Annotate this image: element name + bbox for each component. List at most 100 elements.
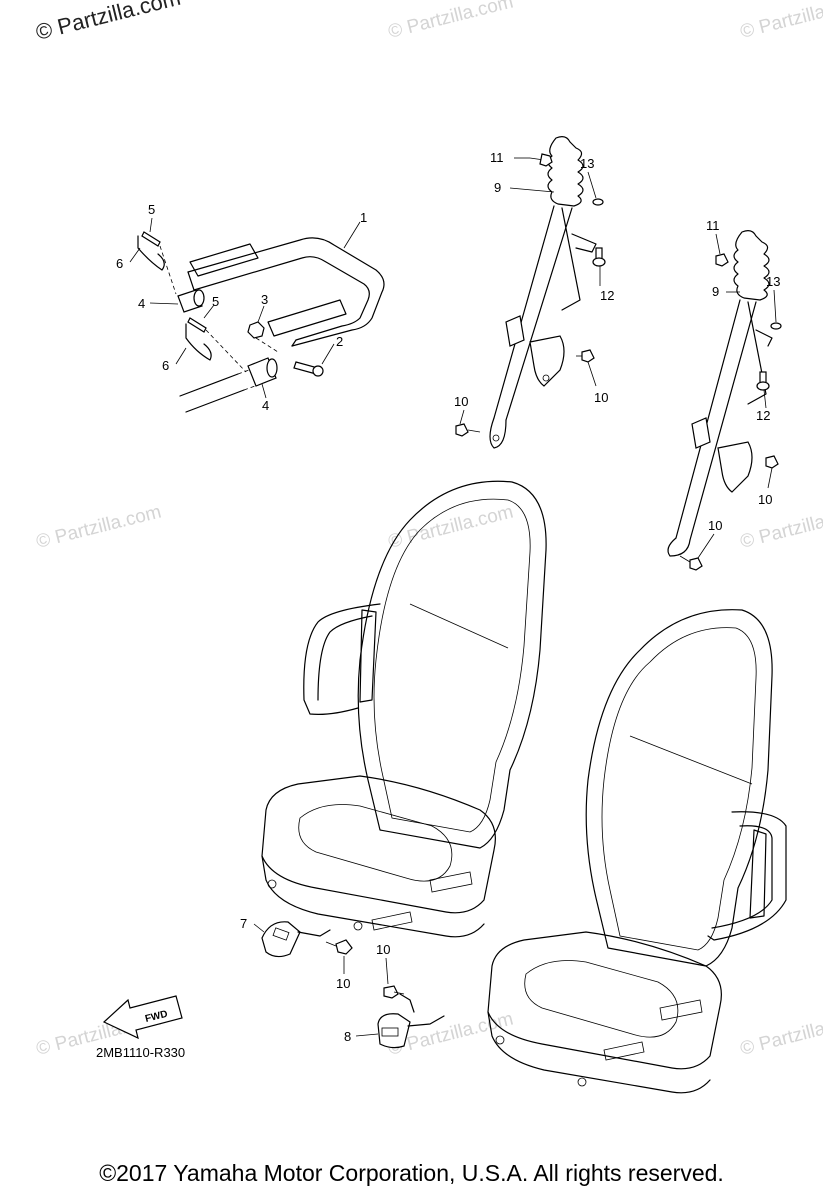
belt-anchor-lower <box>489 417 507 449</box>
callout-12: 12 <box>756 408 770 423</box>
buckle-7 <box>261 921 353 958</box>
callout-13: 13 <box>766 274 780 289</box>
washer-13a <box>592 198 604 206</box>
callout-4: 4 <box>138 296 145 311</box>
seat-cushion-inner <box>298 804 453 882</box>
seat-foot <box>267 879 277 889</box>
leader-lines <box>129 157 777 1037</box>
bolt-11a <box>529 153 553 167</box>
seat-cushion-outer <box>261 775 496 914</box>
callout-5: 5 <box>148 202 155 217</box>
bolt-10b <box>455 423 481 437</box>
assembly-lines <box>159 245 279 373</box>
belt-guide <box>505 315 525 347</box>
clip-upper <box>137 235 165 271</box>
seat-back-seam <box>409 603 509 649</box>
callout-11: 11 <box>490 150 504 165</box>
callout-7: 7 <box>240 916 247 931</box>
grab-bar-end <box>187 271 195 291</box>
mounting-tube-hidden <box>237 365 267 391</box>
collar-lower-end <box>266 358 278 378</box>
seat-foot <box>495 1035 505 1045</box>
belt-strap-inner <box>747 301 767 405</box>
callout-10: 10 <box>758 492 772 507</box>
watermark: © Partzilla.com <box>34 502 163 553</box>
bolt-head <box>312 365 324 377</box>
belt-retractor <box>547 136 584 207</box>
seat-left <box>261 480 547 938</box>
bolt-10e <box>325 939 353 955</box>
clip-lower <box>185 323 212 361</box>
callout-9: 9 <box>712 284 719 299</box>
callout-2: 2 <box>336 334 343 349</box>
fwd-label: FWD <box>144 1009 169 1025</box>
grab-bar-inner <box>193 256 370 341</box>
bolt-10c <box>765 455 779 469</box>
seat-back-seam <box>629 735 753 785</box>
bolt-12a <box>592 247 606 267</box>
callout-5: 5 <box>212 294 219 309</box>
watermark: © Partzilla.com <box>738 502 823 553</box>
seat-grab-handle <box>303 603 381 715</box>
grab-bar-sleeve <box>267 299 347 337</box>
seat-cushion-outer <box>487 931 722 1070</box>
seat-back-outer <box>585 609 773 967</box>
grab-bar-outer <box>187 237 385 347</box>
callout-10: 10 <box>336 976 350 991</box>
callout-12: 12 <box>600 288 614 303</box>
anchor-hole <box>492 434 500 442</box>
belt-strap <box>675 299 757 541</box>
seat-belt-assembly-center <box>455 136 606 449</box>
fwd-arrow-shape <box>102 995 183 1040</box>
bolt-10f <box>383 985 405 999</box>
bolt-12b <box>756 371 770 391</box>
copyright-notice: ©2017 Yamaha Motor Corporation, U.S.A. A… <box>99 1160 724 1186</box>
latch-plate <box>717 441 753 493</box>
callout-13: 13 <box>580 156 594 171</box>
seat-rails <box>603 999 703 1061</box>
latch-plate <box>529 335 565 387</box>
watermark: © Partzilla.com <box>738 0 823 43</box>
watermark-top-left: © Partzilla.com <box>33 0 183 45</box>
grab-bar-end <box>291 339 297 347</box>
bolt-10a <box>576 349 595 363</box>
belt-strap-inner <box>561 207 581 311</box>
grab-bar-sleeve <box>189 243 259 277</box>
watermark-layer: © Partzilla.com © Partzilla.com © Partzi… <box>33 0 823 1060</box>
latch-hole <box>542 374 550 382</box>
seat-foot <box>353 921 363 931</box>
seat-belt-assembly-right <box>667 230 782 571</box>
seat-cushion-side <box>261 855 485 938</box>
grab-bar-assembly <box>137 231 385 413</box>
pin-upper <box>141 231 161 247</box>
buckle-body <box>377 1013 411 1049</box>
washer-13b <box>770 322 782 330</box>
collar-upper-end <box>193 289 205 307</box>
watermark: © Partzilla.com <box>386 502 515 553</box>
callout-9: 9 <box>494 180 501 195</box>
diagram-code: 2MB1110-R330 <box>96 1045 185 1060</box>
bracket <box>755 329 773 347</box>
seat-handle-mount <box>359 609 377 703</box>
watermark: © Partzilla.com <box>386 0 515 43</box>
bolt-10d <box>679 555 703 571</box>
callout-10: 10 <box>376 942 390 957</box>
mounting-tube <box>179 373 245 413</box>
callout-1: 1 <box>360 210 367 225</box>
seat-right <box>487 609 787 1094</box>
belt-guide <box>691 417 711 449</box>
callout-10: 10 <box>454 394 468 409</box>
buckle-strap <box>297 929 331 937</box>
buckle-8 <box>377 985 445 1049</box>
callout-10: 10 <box>594 390 608 405</box>
fwd-arrow-icon: FWD <box>102 995 183 1040</box>
callout-labels: 1 2 3 4 4 5 5 6 6 7 8 9 9 10 10 10 10 10… <box>116 150 780 1044</box>
buckle-bracket <box>399 993 415 1013</box>
nut <box>247 321 265 339</box>
callout-4: 4 <box>262 398 269 413</box>
callout-11: 11 <box>706 218 720 233</box>
belt-strap <box>493 205 573 421</box>
callout-10: 10 <box>708 518 722 533</box>
callout-3: 3 <box>261 292 268 307</box>
